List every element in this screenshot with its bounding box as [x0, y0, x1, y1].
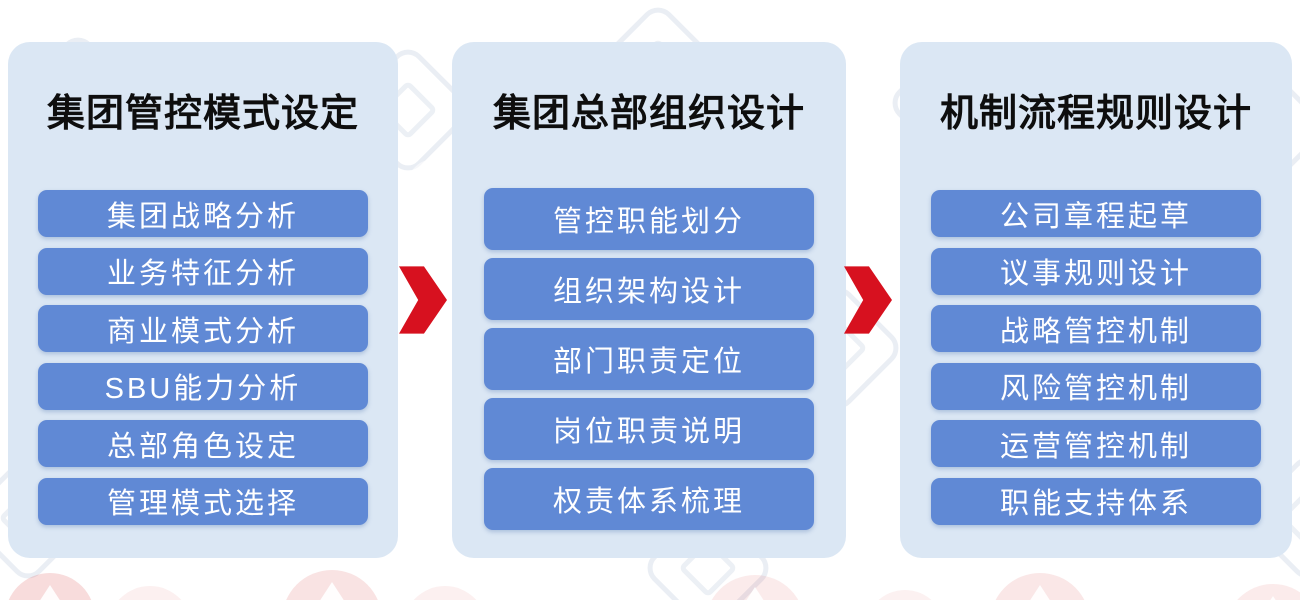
arrow-right-icon	[844, 266, 892, 334]
step-item: 风险管控机制	[931, 362, 1261, 410]
watermark-bottom-logo-icon	[865, 590, 945, 600]
step-item: 管理模式选择	[38, 477, 368, 525]
step-item: 岗位职责说明	[484, 398, 814, 460]
watermark-bottom-logo-icon	[282, 570, 382, 600]
watermark-bottom-logo-icon	[1225, 584, 1300, 600]
step-list: 管控职能划分 组织架构设计 部门职责定位 岗位职责说明 权责体系梳理	[484, 188, 814, 530]
step-item: SBU能力分析	[38, 362, 368, 410]
step-item: 业务特征分析	[38, 247, 368, 295]
watermark-bottom-logo-icon	[705, 575, 805, 600]
step-item: 战略管控机制	[931, 305, 1261, 352]
step-list: 公司章程起草 议事规则设计 战略管控机制 风险管控机制 运营管控机制 职能支持体…	[931, 190, 1261, 525]
watermark-bottom-logo-icon	[5, 573, 95, 600]
panel-title: 集团总部组织设计	[492, 93, 805, 135]
step-item: 权责体系梳理	[484, 468, 814, 530]
step-item: 公司章程起草	[931, 190, 1261, 237]
arrow-right-icon	[399, 266, 447, 334]
step-list: 集团战略分析 业务特征分析 商业模式分析 SBU能力分析 总部角色设定 管理模式…	[38, 190, 368, 525]
panel-title: 集团管控模式设定	[46, 93, 359, 135]
watermark-bottom-logo-icon	[108, 586, 192, 600]
step-item: 部门职责定位	[484, 328, 814, 390]
panel-control-mode: 集团管控模式设定 集团战略分析 业务特征分析 商业模式分析 SBU能力分析 总部…	[8, 42, 398, 558]
step-item: 管控职能划分	[484, 188, 814, 250]
panel-mechanism-rules: 机制流程规则设计 公司章程起草 议事规则设计 战略管控机制 风险管控机制 运营管…	[900, 42, 1292, 558]
step-item: 商业模式分析	[38, 305, 368, 352]
step-item: 集团战略分析	[38, 190, 368, 237]
panel-title: 机制流程规则设计	[939, 93, 1252, 135]
watermark-bottom-logo-icon	[403, 586, 487, 600]
step-item: 运营管控机制	[931, 420, 1261, 467]
step-item: 总部角色设定	[38, 420, 368, 467]
panel-hq-org-design: 集团总部组织设计 管控职能划分 组织架构设计 部门职责定位 岗位职责说明 权责体…	[452, 42, 846, 558]
step-item: 职能支持体系	[931, 477, 1261, 525]
step-item: 议事规则设计	[931, 247, 1261, 295]
watermark-circle-icon	[848, 180, 902, 280]
watermark-bottom-logo-icon	[990, 573, 1090, 600]
step-item: 组织架构设计	[484, 258, 814, 320]
